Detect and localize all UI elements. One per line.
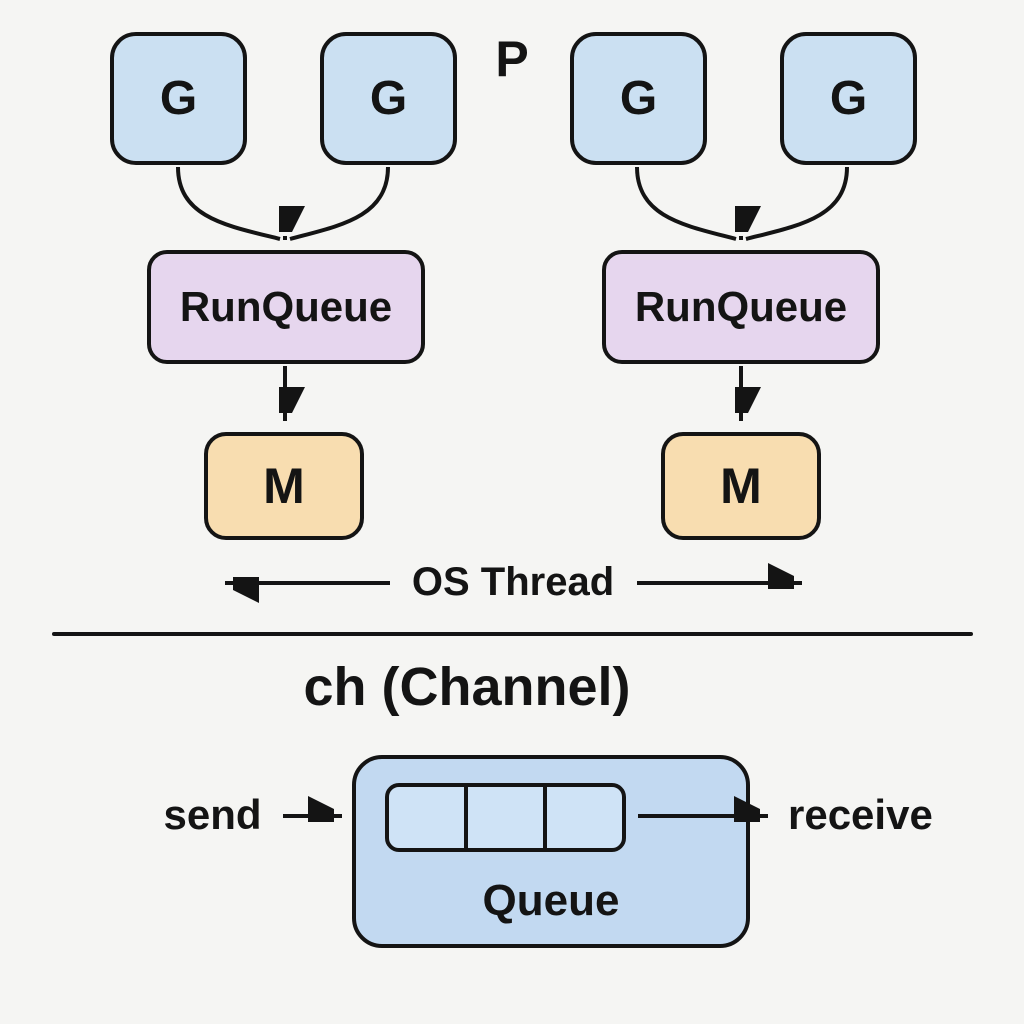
section-divider xyxy=(52,632,973,636)
queue-cell xyxy=(464,787,543,848)
runqueue-box: RunQueue xyxy=(602,250,880,364)
goroutine-box: G xyxy=(110,32,247,165)
runqueue-label: RunQueue xyxy=(634,283,848,330)
curve-left xyxy=(635,166,737,241)
goroutine-label: G xyxy=(369,72,408,125)
runqueue-box: RunQueue xyxy=(147,250,425,364)
machine-label: M xyxy=(720,458,762,514)
processor-label: P xyxy=(495,31,529,87)
machine-box: M xyxy=(661,432,821,540)
send-label: send xyxy=(163,791,262,838)
receive-label: receive xyxy=(788,791,933,838)
goroutine-label: G xyxy=(159,72,198,125)
runqueue-label: RunQueue xyxy=(179,283,393,330)
goroutine-label: G xyxy=(619,72,658,125)
curve-right xyxy=(289,166,390,241)
curve-left xyxy=(176,166,281,241)
queue-label: Queue xyxy=(482,876,620,925)
goroutine-label: G xyxy=(829,72,868,125)
curve-right xyxy=(745,166,849,241)
g-to-runqueue-arrows-right xyxy=(635,166,849,241)
goroutine-box: G xyxy=(570,32,707,165)
queue-cell xyxy=(543,787,622,848)
machine-label: M xyxy=(263,458,305,514)
os-thread-label: OS Thread xyxy=(411,560,615,604)
goroutine-box: G xyxy=(320,32,457,165)
machine-box: M xyxy=(204,432,364,540)
g-to-runqueue-arrows-left xyxy=(176,166,390,241)
goroutine-box: G xyxy=(780,32,917,165)
channel-title: ch (Channel) xyxy=(303,657,631,717)
queue-cell xyxy=(389,787,464,848)
queue-cells xyxy=(385,783,626,852)
